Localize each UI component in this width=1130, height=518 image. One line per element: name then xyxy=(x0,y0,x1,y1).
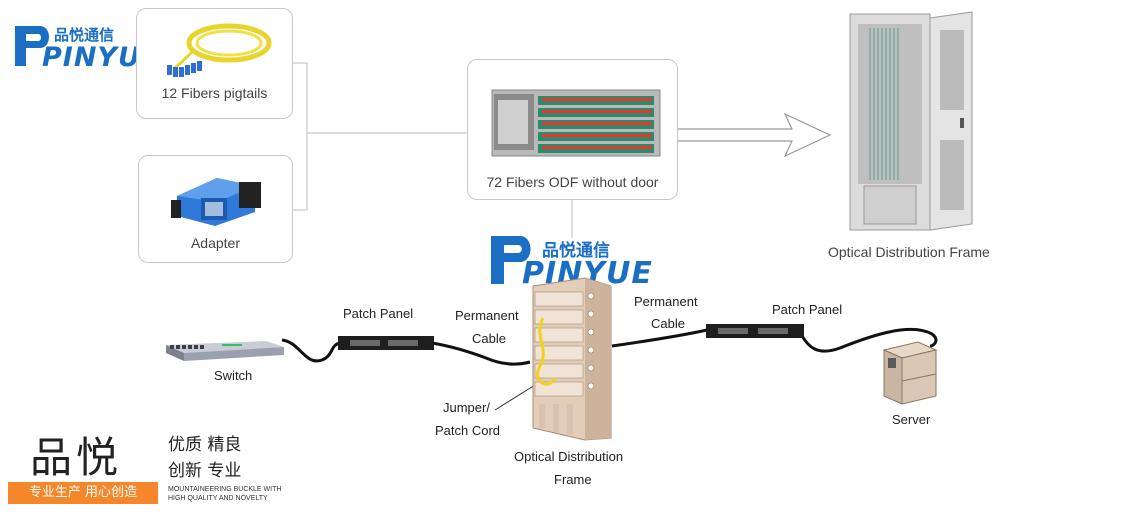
logo-p-mark-icon xyxy=(15,26,49,66)
cable-panel-odf-left xyxy=(431,341,531,366)
brand-cn-name: 品悦通信 xyxy=(54,26,115,44)
logo-p-mark-middle-icon xyxy=(491,236,531,284)
cabinet-illustration xyxy=(840,10,980,235)
label-odf-1: Optical Distribution xyxy=(514,449,624,464)
label-permanent-right-1: Permanent xyxy=(634,294,698,309)
pigtail-coil-icon xyxy=(167,23,272,77)
footer-big-name: 品悦 xyxy=(30,433,123,482)
footer-tag-1: MOUNTAINEERING BUCKLE WITH xyxy=(168,486,282,493)
label-server: Server xyxy=(892,412,931,427)
card-odf-no-door: 72 Fibers ODF without door xyxy=(467,59,678,200)
label-permanent-left-2: Cable xyxy=(472,331,506,346)
label-switch: Switch xyxy=(214,368,253,383)
server-icon xyxy=(882,341,938,405)
brand-logo-top: 品悦通信 PINYUE xyxy=(12,22,159,73)
server-device xyxy=(878,338,940,408)
label-permanent-right-2: Cable xyxy=(651,316,685,331)
label-jumper-1: Jumper/ xyxy=(443,400,490,415)
label-patch-panel-left: Patch Panel xyxy=(343,306,414,321)
footer-slogan-2: 创新 专业 xyxy=(168,461,242,481)
odf-tower-icon xyxy=(532,277,612,441)
rack-odf-icon xyxy=(491,89,661,157)
patch-panel-left-device xyxy=(338,334,434,352)
switch-icon xyxy=(166,341,284,361)
label-jumper-2: Patch Cord xyxy=(435,423,501,438)
footer-slogan-1: 优质 精良 xyxy=(168,435,242,455)
patch-panel-left-icon xyxy=(338,336,434,350)
caption-odf-no-door: 72 Fibers ODF without door xyxy=(486,174,659,190)
label-cabinet: Optical Distribution Frame xyxy=(828,244,990,260)
odf-tower-device xyxy=(525,268,615,443)
label-patch-panel-right: Patch Panel xyxy=(772,302,843,317)
caption-pigtails: 12 Fibers pigtails xyxy=(161,85,268,101)
cable-switch-panel xyxy=(281,338,341,363)
adapter-icon xyxy=(171,178,261,226)
patch-panel-right-device xyxy=(706,322,804,340)
brand-footer: 品悦 优质 精良 创新 专业 专业生产 用心创造 MOUNTAINEERING … xyxy=(8,424,303,508)
switch-device xyxy=(162,333,287,363)
caption-adapter: Adapter xyxy=(190,235,241,251)
label-odf-2: Frame xyxy=(554,472,592,487)
patch-panel-right-icon xyxy=(706,324,804,338)
card-pigtails: 12 Fibers pigtails xyxy=(136,8,293,119)
card-adapter: Adapter xyxy=(138,155,293,263)
footer-banner: 专业生产 用心创造 xyxy=(8,482,158,504)
cable-panel-server xyxy=(798,327,938,353)
brand-cn-name-middle: 品悦通信 xyxy=(542,241,610,261)
arrow-to-cabinet xyxy=(678,112,832,158)
cabinet-icon xyxy=(849,11,973,231)
label-permanent-left-1: Permanent xyxy=(455,308,519,323)
cable-odf-panel-right xyxy=(611,328,708,348)
footer-tag-2: HIGH QUALITY AND NOVELTY xyxy=(168,495,268,502)
